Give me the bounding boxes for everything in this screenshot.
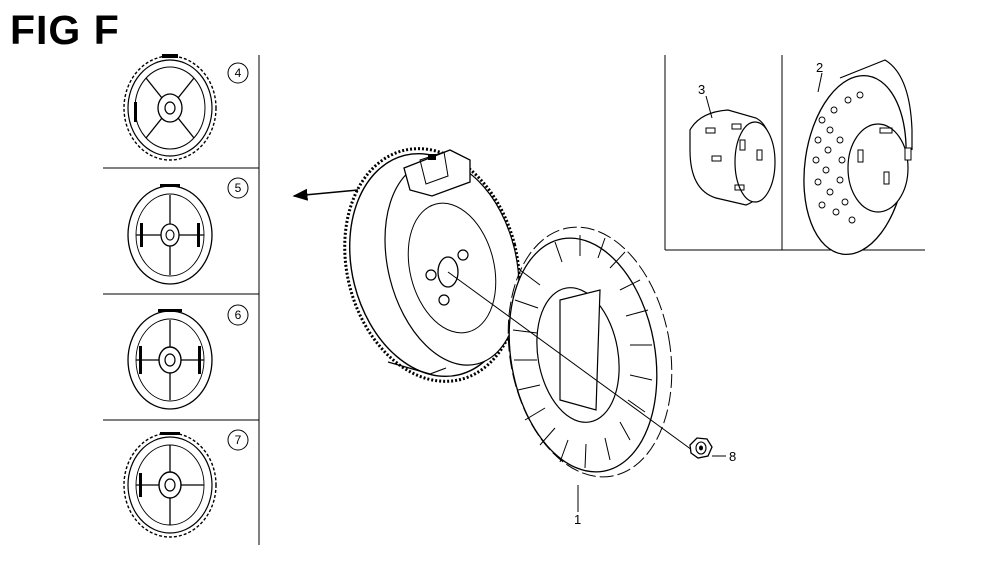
flange-nut: [689, 437, 713, 459]
callout-circle-4: 4: [227, 62, 249, 84]
direction-arrow: [292, 188, 359, 201]
callout-label-5: 5: [235, 181, 242, 195]
variant-panel-frame: [103, 55, 260, 545]
cooling-fan: [507, 226, 673, 478]
callout-circle-6: 6: [227, 304, 249, 326]
callout-circle-7: 7: [227, 429, 249, 451]
leader-part-3: [705, 95, 713, 119]
callout-label-1: 1: [574, 512, 581, 527]
callout-label-7: 7: [235, 433, 242, 447]
callout-label-4: 4: [235, 66, 242, 80]
callout-label-3: 3: [698, 82, 705, 97]
leader-center-line: [447, 271, 693, 451]
flywheel-variant-6: [127, 309, 213, 410]
callout-label-8: 8: [729, 449, 736, 464]
callout-circle-5: 5: [227, 177, 249, 199]
leader-part-2: [817, 72, 823, 93]
right-panel-frame: [664, 55, 925, 251]
flywheel-variant-7: [123, 432, 217, 538]
callout-label-6: 6: [235, 308, 242, 322]
figure-title: FIG F: [10, 7, 120, 53]
main-flywheel: [343, 147, 521, 383]
flywheel-variant-4: [123, 54, 217, 161]
flywheel-variant-5: [127, 184, 213, 285]
callout-label-2: 2: [816, 60, 823, 75]
perforated-disc-part-2: [803, 59, 913, 256]
sleeve-part-3: [689, 109, 776, 206]
